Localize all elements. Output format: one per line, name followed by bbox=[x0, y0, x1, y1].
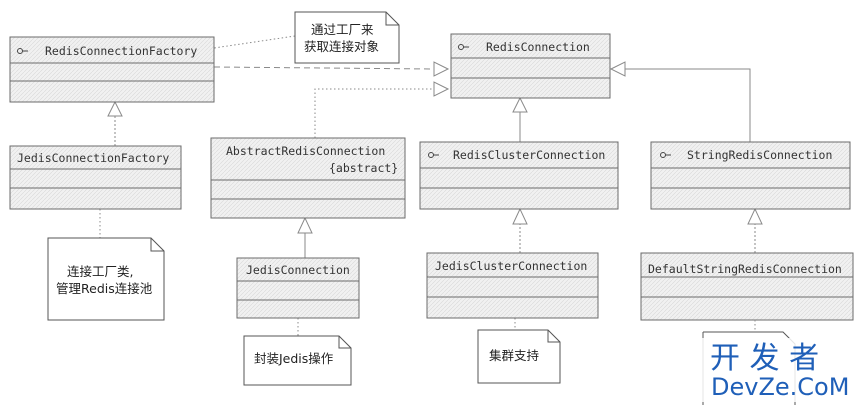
class-abstract-redis-connection: AbstractRedisConnection {abstract} bbox=[210, 137, 406, 219]
class-string-redis-connection: StringRedisConnection bbox=[650, 141, 851, 210]
watermark-line2: DevZe.CoM bbox=[711, 373, 849, 401]
class-redis-cluster-connection: RedisClusterConnection bbox=[419, 141, 619, 210]
note-text: 集群支持 bbox=[489, 348, 539, 363]
factory-to-connection-dependency bbox=[213, 66, 435, 70]
note-text-line2: 获取连接对象 bbox=[304, 39, 379, 54]
note-jedis-connection: 封装Jedis操作 bbox=[243, 335, 352, 386]
class-name: JedisClusterConnection bbox=[435, 259, 587, 273]
class-redis-connection: RedisConnection bbox=[450, 33, 611, 99]
class-name: StringRedisConnection bbox=[687, 148, 832, 162]
class-jedis-connection: JedisConnection bbox=[236, 257, 360, 319]
note-text-line1: 通过工厂来 bbox=[311, 22, 374, 37]
class-jedis-cluster-connection: JedisClusterConnection bbox=[426, 252, 599, 319]
arrowhead-abstract bbox=[433, 81, 450, 97]
arrowhead-cluster bbox=[512, 96, 528, 113]
note-factory: 通过工厂来 获取连接对象 bbox=[294, 11, 400, 64]
note-text-line2: 管理Redis连接池 bbox=[56, 281, 153, 296]
arrowhead-factory bbox=[107, 100, 123, 117]
factory-note-link bbox=[213, 35, 296, 49]
abstract-stereotype: {abstract} bbox=[329, 161, 398, 175]
abstract-connection-realization bbox=[314, 88, 434, 138]
note-text-line1: 连接工厂类, bbox=[67, 264, 133, 279]
class-name: RedisConnection bbox=[486, 40, 590, 54]
arrowhead-string bbox=[609, 61, 626, 77]
class-name: RedisConnectionFactory bbox=[45, 44, 197, 58]
note-cluster: 集群支持 bbox=[477, 329, 561, 384]
string-connection-generalization bbox=[625, 68, 751, 142]
arrowhead-jedis-connection bbox=[297, 216, 313, 234]
watermark-logo: 开 发 者 DevZe.CoM bbox=[702, 338, 866, 402]
class-name: AbstractRedisConnection bbox=[226, 144, 385, 158]
class-name: JedisConnectionFactory bbox=[17, 151, 169, 165]
arrowhead-connection-dependency bbox=[433, 61, 450, 77]
class-name: DefaultStringRedisConnection bbox=[648, 262, 842, 276]
class-name: JedisConnection bbox=[246, 263, 350, 277]
arrowhead-jedis-cluster bbox=[512, 207, 528, 225]
arrowhead-default-string bbox=[747, 207, 763, 225]
class-default-string-redis-connection: DefaultStringRedisConnection bbox=[640, 252, 854, 321]
class-name: RedisClusterConnection bbox=[453, 148, 605, 162]
note-jedis-factory: 连接工厂类, 管理Redis连接池 bbox=[47, 237, 165, 321]
note-text: 封装Jedis操作 bbox=[254, 351, 334, 366]
watermark-line1: 开 发 者 bbox=[710, 341, 819, 376]
class-redis-connection-factory: RedisConnectionFactory bbox=[9, 36, 215, 103]
class-jedis-connection-factory: JedisConnectionFactory bbox=[9, 145, 182, 210]
